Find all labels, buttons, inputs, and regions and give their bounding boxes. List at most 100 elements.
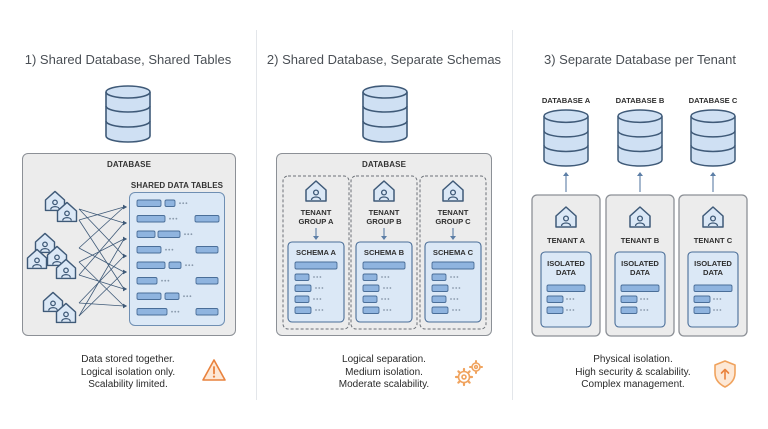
connection-line — [78, 222, 125, 276]
schema-row-bar — [431, 273, 447, 281]
schema-row-ellipsis — [315, 309, 324, 311]
isolated-data-row-bar — [620, 295, 638, 303]
dot — [646, 298, 649, 300]
schema-row-bar — [294, 284, 312, 292]
dot — [566, 309, 568, 311]
cylinder-band — [690, 145, 736, 153]
dot — [183, 295, 185, 298]
tenant-house-icon — [629, 206, 651, 228]
dot — [450, 276, 452, 278]
tenant-group-dashed-box — [419, 175, 487, 330]
caption: Logical separation. Medium isolation. Mo… — [314, 354, 454, 392]
gears-icon — [454, 360, 483, 387]
schema-label: SCHEMA B — [364, 248, 405, 257]
dot — [716, 309, 719, 311]
schema-bar — [431, 261, 475, 270]
schema-row-ellipsis — [381, 276, 390, 278]
person-body — [560, 222, 572, 227]
cylinder-body — [617, 116, 663, 167]
connection-line — [78, 247, 125, 273]
dot — [316, 276, 319, 278]
person-head — [34, 257, 40, 264]
schema-row-ellipsis — [315, 287, 324, 289]
person-head — [42, 241, 48, 248]
dot — [321, 287, 324, 289]
divider — [256, 30, 257, 400]
caption-line: Complex management. — [581, 379, 685, 390]
connection-line — [78, 261, 125, 307]
schema-row-ellipsis — [381, 298, 390, 300]
table-row-ellipsis — [169, 217, 178, 220]
dot — [318, 309, 321, 311]
dot — [452, 287, 454, 289]
schema-label: SCHEMA C — [433, 248, 474, 257]
dot — [185, 264, 187, 267]
isolated-data-bar — [693, 284, 733, 292]
isolated-data-label: DATA — [556, 268, 576, 277]
connection-line — [78, 238, 125, 317]
arrow-head — [450, 236, 456, 240]
dot — [189, 295, 192, 298]
house-outline — [26, 248, 48, 270]
table-row-ellipsis — [185, 264, 194, 267]
connection-line — [78, 208, 125, 257]
isolated-data-label: ISOLATED — [547, 259, 585, 268]
dot — [187, 233, 190, 236]
schema-row-ellipsis — [383, 309, 392, 311]
caption-line: Data stored together. — [81, 354, 175, 365]
isolated-data-ellipsis — [640, 309, 649, 311]
house-outline — [55, 302, 77, 324]
caption-line: High security & scalability. — [575, 366, 691, 378]
tenant-house-icon — [56, 201, 78, 223]
dot — [453, 298, 456, 300]
panel-separate-databases: 3) Separate Database per Tenant DATABASE… — [512, 0, 768, 429]
dot — [177, 310, 180, 313]
dot — [566, 298, 568, 300]
tenant-house-icon — [55, 302, 77, 324]
isolated-data-row-bar — [693, 295, 711, 303]
person-body — [634, 222, 646, 227]
dot — [643, 309, 646, 311]
schema-row-bar — [431, 295, 447, 303]
dot — [191, 264, 194, 267]
table-row-ellipsis — [161, 279, 170, 282]
schema-row-bar — [362, 284, 380, 292]
tenant-group-label: GROUP B — [366, 217, 402, 226]
dot — [646, 309, 649, 311]
isolated-data-ellipsis — [640, 298, 649, 300]
isolated-data-ellipsis — [713, 309, 722, 311]
table-row-ellipsis — [171, 310, 180, 313]
database-label: DATABASE — [361, 160, 407, 169]
person-body — [310, 196, 322, 201]
dot — [386, 309, 389, 311]
schema-row-ellipsis — [383, 287, 392, 289]
isolated-data-bar — [620, 284, 660, 292]
isolated-data-row-bar — [693, 306, 711, 314]
person-head — [636, 215, 644, 222]
arrow-head — [313, 236, 319, 240]
dot — [383, 287, 385, 289]
dot — [384, 276, 387, 278]
table-row-ellipsis — [179, 202, 188, 205]
panel-title: 2) Shared Database, Separate Schemas — [266, 52, 502, 67]
tenant-house-icon — [26, 248, 48, 270]
isolated-data-row-bar — [546, 295, 564, 303]
database-icon — [105, 85, 151, 143]
database-name-label: DATABASE B — [616, 96, 665, 105]
schema-row-ellipsis — [313, 276, 322, 278]
tenant-group-house-icon — [305, 180, 327, 202]
dot — [452, 309, 454, 311]
house-outline — [702, 206, 724, 228]
connection-line — [78, 238, 125, 263]
arrow-down — [381, 228, 387, 240]
cylinder-band — [617, 145, 663, 153]
dot — [318, 287, 321, 289]
person-body — [62, 217, 72, 221]
tenant-group-dashed-box — [350, 175, 418, 330]
caption-line: Medium isolation. — [345, 366, 423, 378]
arrow-head — [123, 204, 127, 210]
connection-line — [78, 206, 125, 249]
